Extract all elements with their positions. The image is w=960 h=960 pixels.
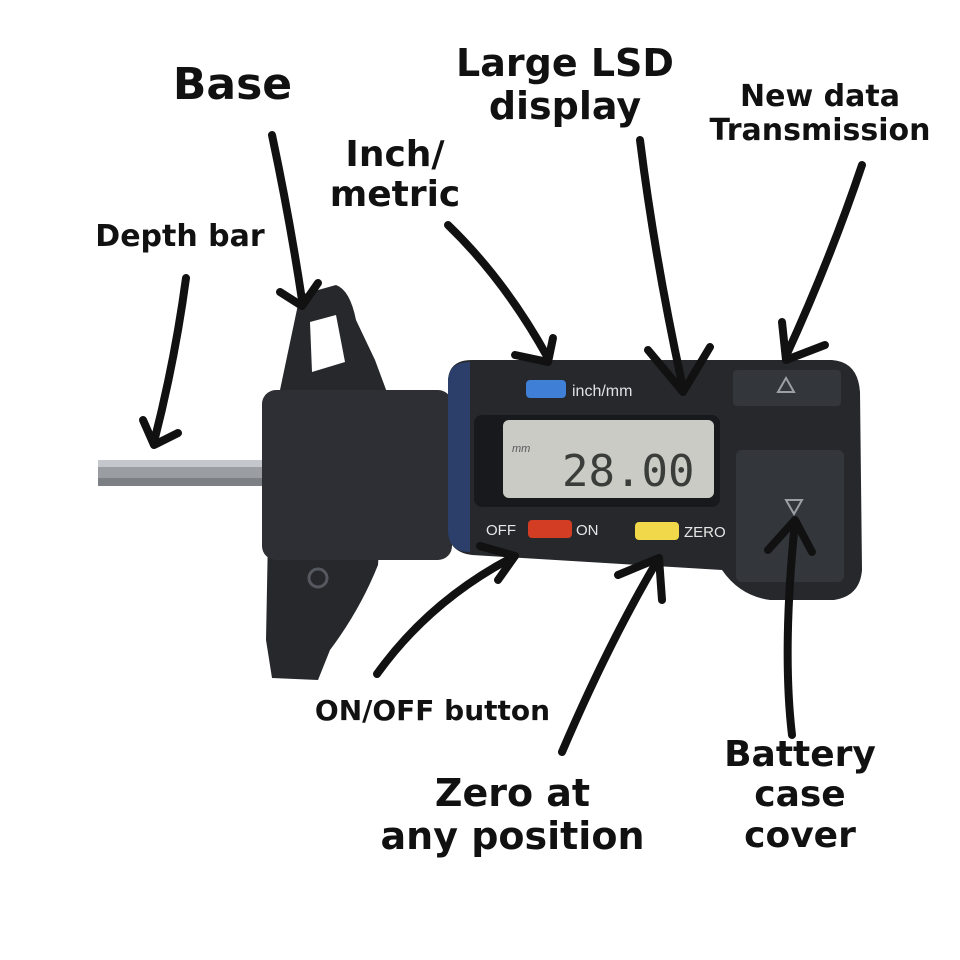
callout-large-display: Large LSD display — [440, 42, 690, 127]
callout-line: display — [488, 83, 642, 128]
callout-line: metric — [329, 174, 461, 216]
on-label: ON — [576, 522, 599, 539]
on-off-button[interactable] — [528, 520, 572, 538]
callout-line: Zero at — [434, 771, 591, 815]
callout-line: Transmission — [709, 112, 931, 148]
callout-line: any position — [380, 813, 645, 858]
arrow-zero — [558, 554, 666, 756]
inch-mm-label: inch/mm — [572, 383, 632, 400]
lcd-readout: 28.00 — [562, 446, 694, 497]
lcd-unit-label: mm — [512, 443, 530, 455]
callout-line: Battery — [724, 734, 876, 775]
callout-line: Inch/ — [345, 134, 445, 175]
callout-on-off: ON/OFF button — [300, 694, 565, 727]
callout-depth-bar: Depth bar — [85, 220, 275, 254]
arrow-large-display — [636, 136, 714, 396]
arrow-new-data — [778, 161, 866, 364]
arrow-depth-bar — [139, 274, 190, 449]
arrow-inch-metric — [444, 221, 557, 366]
base — [262, 285, 452, 680]
callout-line: Large LSD — [456, 41, 674, 85]
callout-new-data: New data Transmission — [700, 80, 940, 147]
callout-line: Depth bar — [95, 219, 265, 254]
callout-zero: Zero at any position — [375, 772, 650, 857]
inch-mm-button[interactable] — [526, 380, 566, 398]
zero-button[interactable] — [635, 522, 679, 540]
arrow-battery — [764, 516, 816, 739]
callout-line: case — [754, 774, 846, 816]
data-transmission-arrow-icon — [776, 375, 796, 393]
callout-inch-metric: Inch/ metric — [315, 134, 475, 216]
callout-line: Base — [172, 59, 293, 110]
lcd-screen — [474, 415, 720, 507]
arrow-base — [268, 131, 322, 310]
callout-line: ON/OFF button — [314, 694, 551, 727]
arrow-on-off — [373, 542, 519, 678]
callout-line: cover — [744, 814, 856, 856]
callout-base: Base — [150, 59, 315, 110]
depth-bar — [98, 460, 278, 486]
callout-line: New data — [740, 79, 900, 114]
off-label: OFF — [486, 522, 516, 539]
zero-label: ZERO — [684, 524, 726, 541]
callout-battery: Battery case cover — [715, 734, 885, 856]
battery-case-cover — [733, 370, 844, 582]
battery-cover-arrow-icon — [784, 499, 804, 517]
